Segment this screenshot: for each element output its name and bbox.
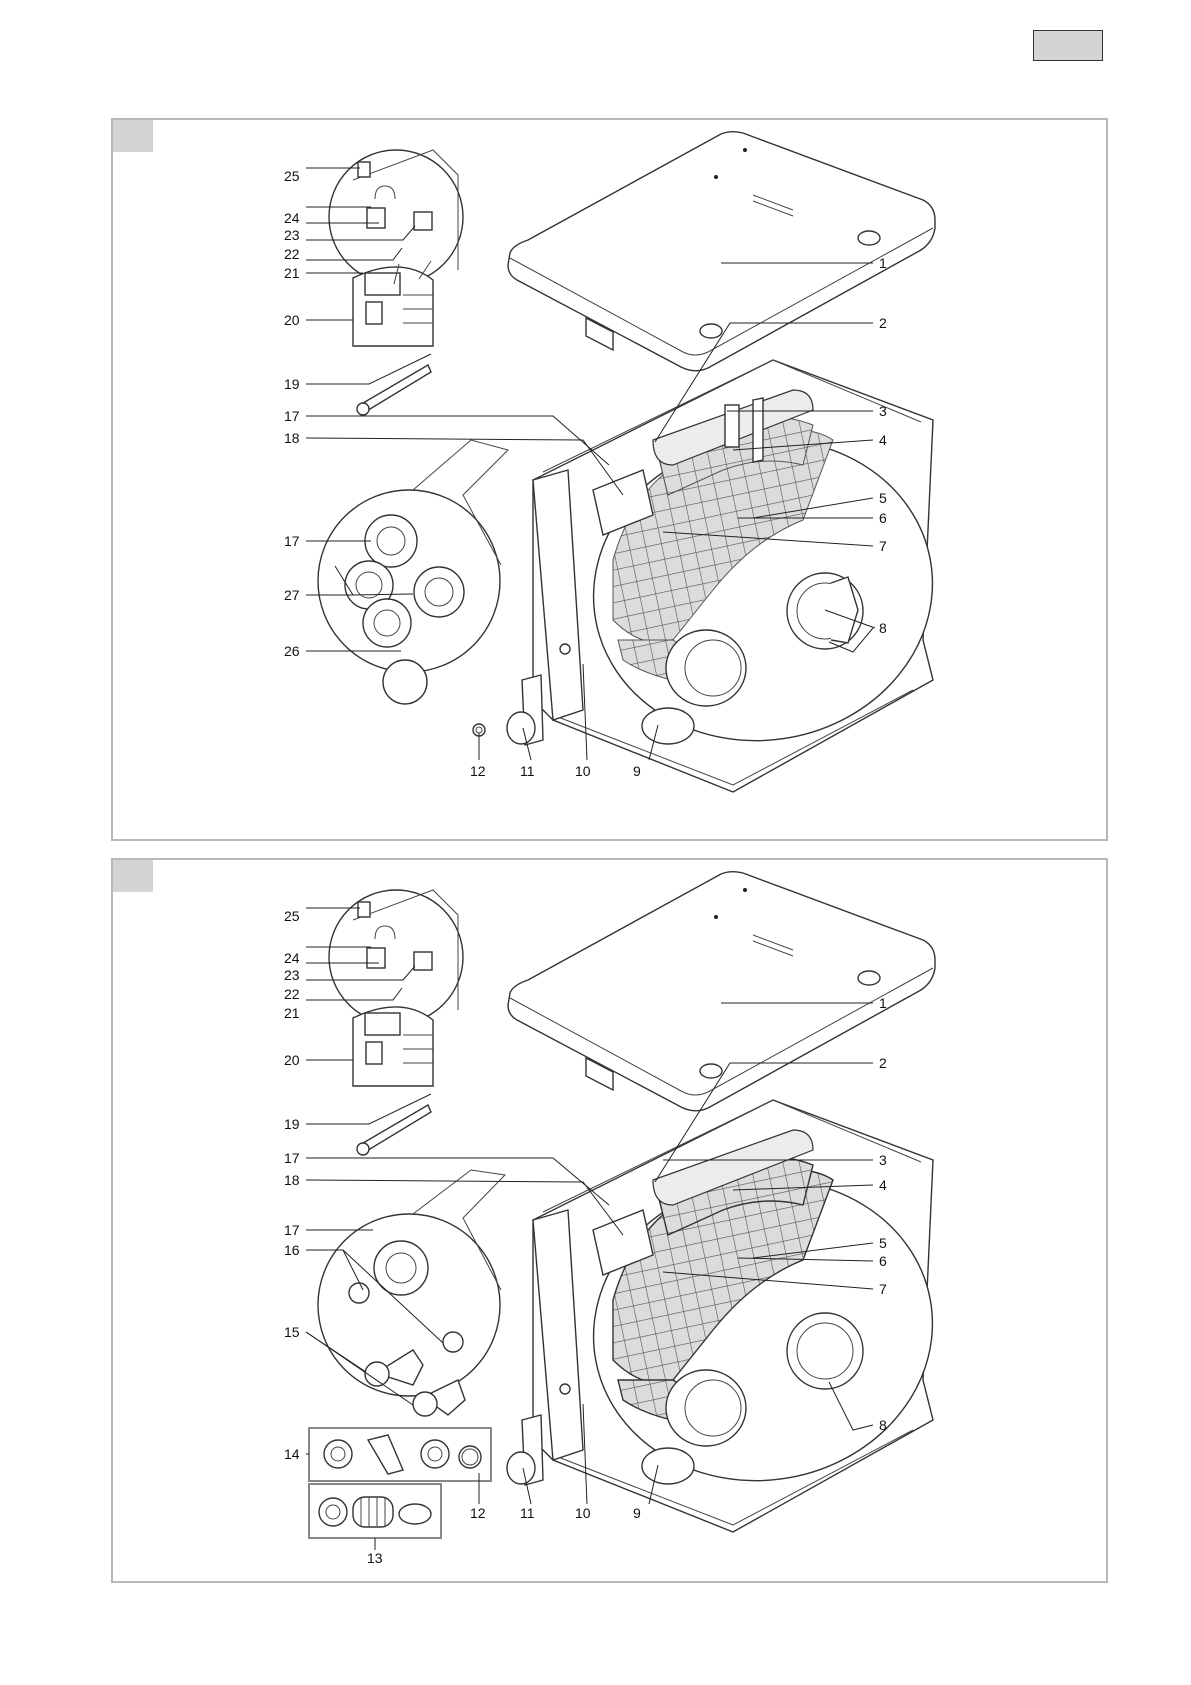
- label-17: 17: [284, 408, 300, 424]
- label-23: 23: [284, 227, 300, 243]
- label-23-b: 23: [284, 967, 300, 983]
- label-4: 4: [879, 432, 887, 448]
- label-12: 12: [470, 763, 486, 779]
- label-3: 3: [879, 403, 887, 419]
- detail-inset-fittings-b: [318, 1170, 505, 1416]
- label-1-b: 1: [879, 995, 887, 1011]
- label-19: 19: [284, 376, 300, 392]
- label-13-b: 13: [367, 1550, 383, 1566]
- label-4-b: 4: [879, 1177, 887, 1193]
- label-22-b: 22: [284, 986, 300, 1002]
- label-6-b: 6: [879, 1253, 887, 1269]
- figure-panel-b: 1 2 3 4 5 6 7 8 9 10 11 12 13 14 15 16 1…: [111, 858, 1108, 1583]
- label-3-b: 3: [879, 1152, 887, 1168]
- label-25-b: 25: [284, 908, 300, 924]
- label-7-b: 7: [879, 1281, 887, 1297]
- label-5: 5: [879, 490, 887, 506]
- label-6: 6: [879, 510, 887, 526]
- label-1: 1: [879, 255, 887, 271]
- label-7: 7: [879, 538, 887, 554]
- label-17-b: 17: [284, 1150, 300, 1166]
- accessory-box-13: [309, 1484, 441, 1538]
- label-2: 2: [879, 315, 887, 331]
- label-20-b: 20: [284, 1052, 300, 1068]
- label-24: 24: [284, 210, 300, 226]
- diagram-a: 1 2 3 4 5 6 7 8 9 10 11 12 17 18 17 27 2…: [113, 120, 1110, 843]
- label-15-b: 15: [284, 1324, 300, 1340]
- figure-panel-a: 1 2 3 4 5 6 7 8 9 10 11 12 17 18 17 27 2…: [111, 118, 1108, 841]
- detail-inset-fittings-a: [318, 440, 508, 704]
- label-22: 22: [284, 246, 300, 262]
- label-12-b: 12: [470, 1505, 486, 1521]
- label-25: 25: [284, 168, 300, 184]
- detail-inset-top: [329, 150, 463, 415]
- label-9: 9: [633, 763, 641, 779]
- label-18-b: 18: [284, 1172, 300, 1188]
- label-18: 18: [284, 430, 300, 446]
- label-10-b: 10: [575, 1505, 591, 1521]
- housing-drawing: [473, 360, 956, 792]
- label-27: 27: [284, 587, 300, 603]
- diagram-b: 1 2 3 4 5 6 7 8 9 10 11 12 13 14 15 16 1…: [113, 860, 1110, 1585]
- detail-inset-top-b: [329, 890, 463, 1155]
- label-2-b: 2: [879, 1055, 887, 1071]
- accessory-box-14: [309, 1428, 491, 1481]
- label-8-b: 8: [879, 1417, 887, 1433]
- lid-drawing: [508, 132, 935, 371]
- label-14-b: 14: [284, 1446, 300, 1462]
- label-5-b: 5: [879, 1235, 887, 1251]
- label-11: 11: [520, 763, 535, 779]
- label-16-b: 16: [284, 1242, 300, 1258]
- label-26: 26: [284, 643, 300, 659]
- label-11-b: 11: [520, 1505, 535, 1521]
- label-17-inset: 17: [284, 533, 300, 549]
- label-8: 8: [879, 620, 887, 636]
- label-19-b: 19: [284, 1116, 300, 1132]
- page-corner-tab: [1033, 30, 1103, 61]
- label-21: 21: [284, 265, 300, 281]
- label-10: 10: [575, 763, 591, 779]
- label-21-b: 21: [284, 1005, 300, 1021]
- label-20: 20: [284, 312, 300, 328]
- label-17-inset-b: 17: [284, 1222, 300, 1238]
- label-24-b: 24: [284, 950, 300, 966]
- lid-drawing-b: [508, 872, 935, 1111]
- label-9-b: 9: [633, 1505, 641, 1521]
